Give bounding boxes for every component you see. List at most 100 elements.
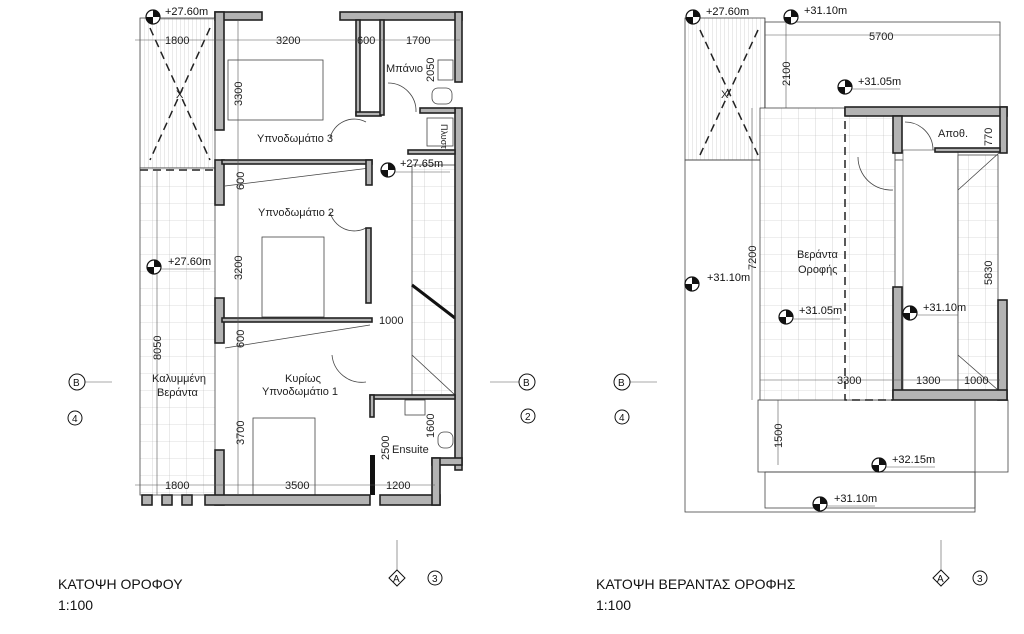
level-marker-icon xyxy=(871,457,887,473)
section-mark-icon xyxy=(427,570,443,586)
level-roof: +31.05m xyxy=(858,76,901,88)
ensuite-wc xyxy=(437,431,454,449)
dim-storage-depth: 770 xyxy=(983,128,995,146)
dim-bedroom3-depth: 3300 xyxy=(233,82,245,106)
level-parapet: +32.15m xyxy=(892,454,935,466)
room-roof-veranda-2: Οροφής xyxy=(798,264,837,276)
level-marker-icon xyxy=(380,162,396,178)
level-marker-icon xyxy=(684,276,700,292)
dim-roof-depth: 2100 xyxy=(781,62,793,86)
level-lower-roof: +31.10m xyxy=(707,272,750,284)
dim-bedroom1-depth: 3700 xyxy=(235,421,247,445)
level-marker-icon xyxy=(902,305,918,321)
dim-overhang: 1500 xyxy=(773,424,785,448)
level-veranda: +27.60m xyxy=(168,256,211,268)
dim-bath-width: 1700 xyxy=(406,35,430,47)
dimension-lines xyxy=(751,18,1000,465)
section-mark-4: 4 xyxy=(619,413,625,424)
section-mark-icon xyxy=(68,373,86,391)
room-bedroom-2: Υπνοδωμάτιο 2 xyxy=(258,207,334,219)
section-mark-icon xyxy=(932,569,950,587)
plan-title-upper-floor: ΚΑΤΟΨΗ ΟΡΟΦΟΥ xyxy=(58,576,183,592)
staircase xyxy=(411,164,456,396)
svg-text:X: X xyxy=(721,89,729,101)
basin xyxy=(437,59,454,81)
level-marker-icon xyxy=(685,9,701,25)
section-mark-3: 3 xyxy=(432,574,438,585)
dim-wardrobe2: 600 xyxy=(235,172,247,190)
dim-bath-depth: 2050 xyxy=(425,58,437,82)
section-mark-b-left: B xyxy=(73,378,80,389)
room-storage: Αποθ. xyxy=(938,128,968,140)
dim-wardrobe: 600 xyxy=(357,35,375,47)
covered-veranda xyxy=(139,167,216,496)
room-bathroom: Μπάνιο xyxy=(386,63,423,75)
walls xyxy=(141,11,463,506)
level-balcony: +27.60m xyxy=(165,6,208,18)
section-mark-icon xyxy=(518,373,536,391)
section-mark-4: 4 xyxy=(72,414,78,425)
dim-balcony-width: 1800 xyxy=(165,35,189,47)
level-marker-icon xyxy=(812,496,828,512)
dim-hall-width: 1300 xyxy=(916,375,940,387)
dim-wardrobe1: 600 xyxy=(235,330,247,348)
staircase xyxy=(957,154,999,391)
level-marker-icon xyxy=(146,259,162,275)
plan-scale-roof-veranda: 1:100 xyxy=(596,597,631,613)
section-mark-3: 3 xyxy=(977,574,983,585)
section-mark-icon xyxy=(388,569,406,587)
washing-machine xyxy=(426,117,454,147)
plan-scale-upper-floor: 1:100 xyxy=(58,597,93,613)
room-laundry: Πλυστ xyxy=(439,124,449,149)
void-mark: X xyxy=(176,89,184,101)
open-balcony xyxy=(684,17,766,161)
level-balcony: +27.60m xyxy=(706,6,749,18)
room-covered-veranda-2: Βεράντα xyxy=(157,387,199,399)
level-roof-edge: +31.10m xyxy=(804,5,847,17)
wc xyxy=(431,87,453,105)
dim-bedroom2-depth: 3200 xyxy=(233,256,245,280)
section-mark-b-right: B xyxy=(523,378,530,389)
dim-veranda-width: 3300 xyxy=(837,375,861,387)
plan-title-roof-veranda: ΚΑΤΟΨΗ ΒΕΡΑΝΤΑΣ ΟΡΟΦΗΣ xyxy=(596,576,796,592)
dim-corridor: 1000 xyxy=(379,315,403,327)
section-mark-b: B xyxy=(618,378,625,389)
dim-veranda-width: 1800 xyxy=(165,480,189,492)
dim-ensuite-length: 2500 xyxy=(380,436,392,460)
level-front-roof: +31.10m xyxy=(834,493,877,505)
section-mark-2: 2 xyxy=(525,412,531,423)
level-marker-icon xyxy=(778,309,794,325)
room-master-2: Υπνοδωμάτιο 1 xyxy=(262,386,338,398)
dim-ensuite-width: 1200 xyxy=(386,480,410,492)
section-mark-icon xyxy=(614,409,630,425)
section-mark-icon xyxy=(67,410,83,426)
dimension-lines xyxy=(135,20,460,495)
section-mark-icon xyxy=(972,570,988,586)
dim-ensuite-depth: 1600 xyxy=(425,414,437,438)
room-master-1: Κυρίως xyxy=(285,373,321,385)
dim-bedroom3-width: 3200 xyxy=(276,35,300,47)
section-mark-icon xyxy=(613,373,631,391)
level-veranda: +31.05m xyxy=(799,305,842,317)
section-mark-icon xyxy=(520,408,536,424)
section-mark-a: A xyxy=(937,574,944,585)
dim-stair-width: 1000 xyxy=(964,375,988,387)
walls xyxy=(844,106,1008,401)
dim-stair-length: 5830 xyxy=(983,261,995,285)
level-marker-icon xyxy=(145,9,161,25)
room-roof-veranda-1: Βεράντα xyxy=(797,249,839,261)
room-bedroom-3: Υπνοδωμάτιο 3 xyxy=(257,133,333,145)
dim-veranda-length: 8050 xyxy=(152,336,164,360)
void-cross xyxy=(149,27,211,161)
dim-veranda-length: 7200 xyxy=(747,246,759,270)
section-mark-a: A xyxy=(393,574,400,585)
dim-roof-width: 5700 xyxy=(869,31,893,43)
room-ensuite: Ensuite xyxy=(392,444,429,456)
level-marker-icon xyxy=(837,79,853,95)
level-landing: +27.65m xyxy=(400,158,443,170)
roof-veranda-tiles xyxy=(759,107,896,401)
level-marker-icon xyxy=(783,9,799,25)
bed-3 xyxy=(227,59,324,121)
upper-floor-plan: X xyxy=(58,6,536,613)
